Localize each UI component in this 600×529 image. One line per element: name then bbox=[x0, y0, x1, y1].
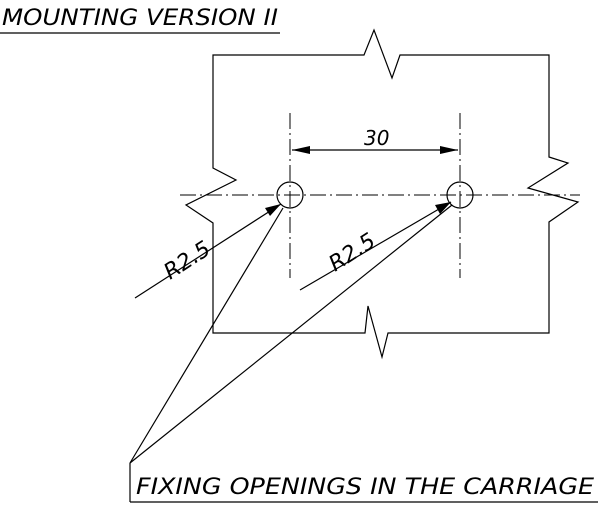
radius-label-left: R2.5 bbox=[160, 237, 216, 285]
left-fixing-hole bbox=[276, 181, 304, 209]
radius-arrow-right bbox=[435, 202, 451, 214]
drawing-title: MOUNTING VERSION II bbox=[2, 6, 278, 31]
callout-leader-left bbox=[129, 207, 284, 464]
dimension-arrow-right bbox=[440, 146, 458, 154]
radius-arrow-left bbox=[265, 204, 281, 216]
carriage-plate-outline bbox=[184, 28, 580, 360]
radius-leader-left bbox=[134, 203, 282, 299]
right-fixing-hole bbox=[446, 181, 474, 209]
dimension-label: 30 bbox=[364, 126, 389, 150]
radius-leader-right bbox=[299, 201, 452, 291]
callout-leader-right bbox=[129, 204, 453, 464]
dimension-arrow-left bbox=[292, 146, 310, 154]
callout-label: FIXING OPENINGS IN THE CARRIAGE bbox=[136, 475, 594, 500]
